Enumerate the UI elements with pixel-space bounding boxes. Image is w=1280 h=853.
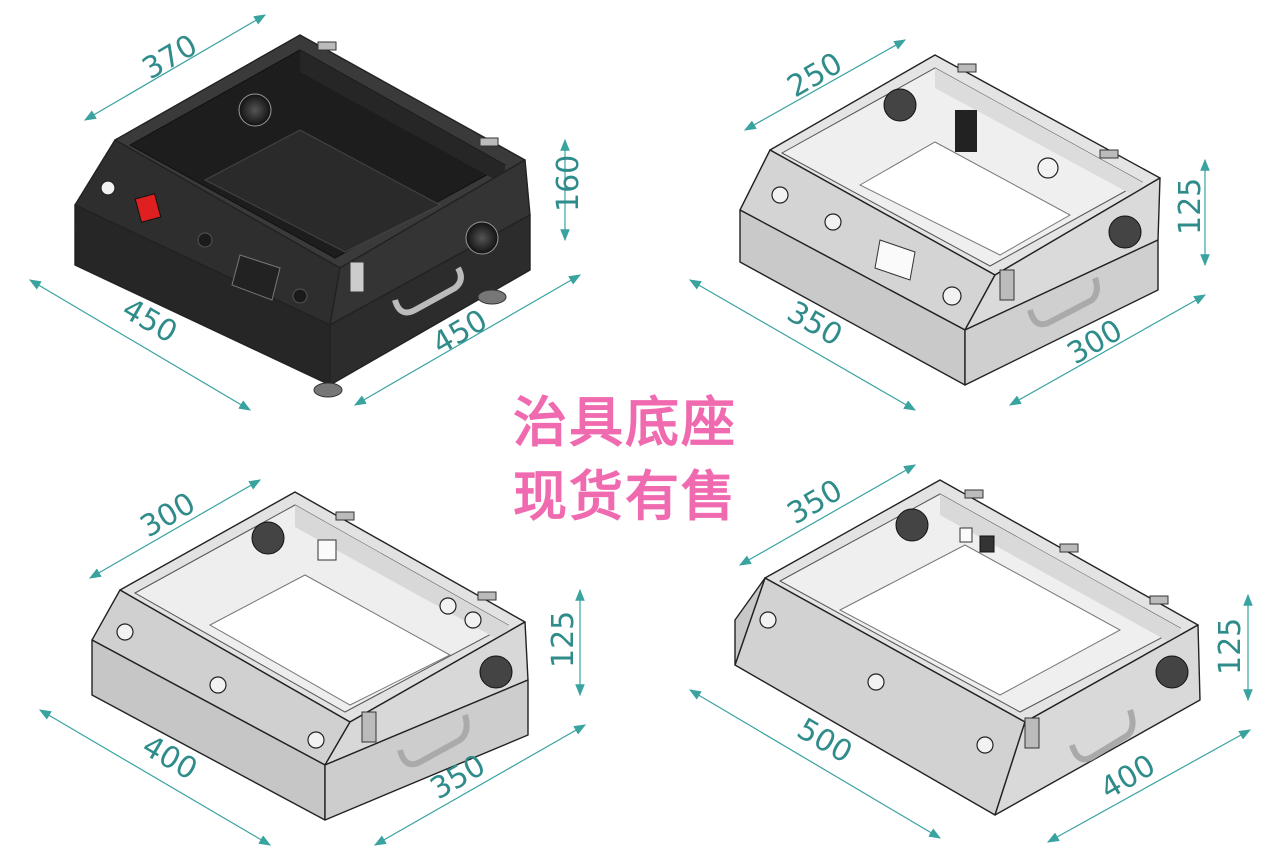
dim-tr-height: 125 [1173, 178, 1208, 235]
dim-tr-top: 250 [782, 46, 849, 105]
dim-bl-top: 300 [135, 486, 202, 545]
dim-black-top: 370 [137, 28, 204, 87]
power-switch-icon [134, 193, 162, 223]
dim-br-height: 125 [1213, 618, 1248, 675]
dim-br-top: 350 [782, 473, 849, 532]
fan-icon [895, 508, 929, 542]
latch-icon [349, 261, 365, 293]
latch-icon [1024, 717, 1040, 749]
promo-line-2: 现货有售 [513, 465, 737, 528]
fan-icon [238, 93, 272, 127]
fan-icon [479, 655, 513, 689]
foot-icon [477, 289, 507, 305]
fan-icon [1108, 215, 1142, 249]
fan-icon [251, 521, 285, 555]
latch-icon [361, 711, 377, 743]
grey-box-bottom-left-dimensions: 300 125 400 350 [38, 479, 587, 846]
promo-line-1: 治具底座 [513, 391, 737, 454]
display-window [317, 539, 337, 561]
fan-icon [465, 221, 499, 255]
fan-icon [883, 88, 917, 122]
dim-bl-height: 125 [546, 611, 581, 668]
switch-block [955, 110, 977, 152]
display-window [979, 535, 995, 553]
foot-icon [313, 382, 343, 398]
dim-black-height: 160 [551, 155, 586, 212]
fan-icon [1155, 655, 1189, 689]
display-window [959, 527, 973, 543]
latch-icon [999, 269, 1015, 301]
